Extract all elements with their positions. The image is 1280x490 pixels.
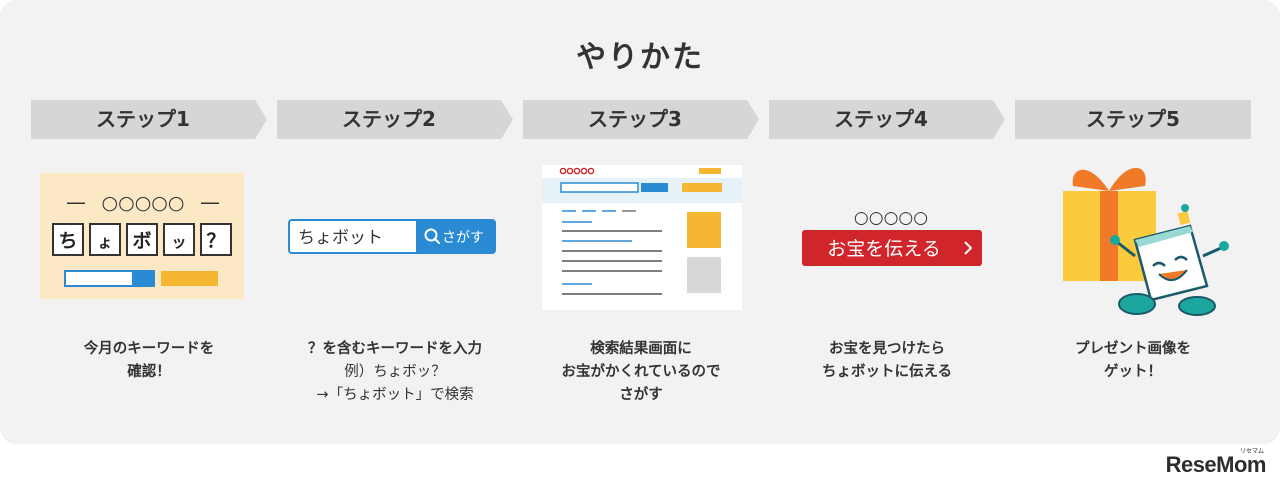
search-box-illustration: ちょボット さがす [288, 219, 498, 259]
step-header-3: ステップ3 [523, 100, 759, 139]
gift-ribbon-left [1072, 169, 1109, 191]
keyword-card-illustration: — ○○○○○ — ち ょ ボ ッ ？ [40, 173, 244, 303]
step-arrow-shape [769, 100, 1005, 139]
dash-left: — [66, 190, 86, 214]
step-description-4: お宝を見つけたら ちょボットに伝える [821, 341, 953, 380]
step-header-1: ステップ1 [31, 100, 267, 139]
step-label: ステップ1 [96, 107, 190, 131]
step-label: ステップ5 [1086, 107, 1180, 131]
robot-icon [1110, 204, 1229, 316]
example-line: 例）ちょボッ？ [344, 364, 446, 380]
search-icon [424, 228, 438, 242]
tile-2: ょ [97, 233, 112, 251]
hidden-circles: ○○○○○ [102, 192, 185, 214]
step-box-shape [1015, 100, 1251, 139]
keyword-tiles: ち ょ ボ ッ ？ [52, 223, 232, 256]
resemom-logo: ReseMom リセマム [1165, 449, 1267, 477]
dash-right: — [200, 190, 220, 214]
search-input-value: ちょボット [298, 228, 383, 248]
present-robot-illustration [1055, 156, 1240, 325]
search-results-illustration [542, 165, 742, 314]
tell-treasure-button-label: お宝を伝える [827, 238, 940, 260]
step-arrow-shape [31, 100, 267, 139]
step-header-5: ステップ5 [1015, 100, 1251, 139]
step-arrow-shape [277, 100, 513, 139]
step-label: ステップ2 [342, 107, 436, 131]
step-label: ステップ3 [588, 107, 682, 131]
step-description-2: ？を含むキーワードを入力 例）ちょボッ？ →「ちょボット」で検索 [277, 338, 513, 407]
step-description-3: 検索結果画面に お宝がかくれているので さがす [561, 341, 721, 403]
step-description-1: 今月のキーワードを 確認！ [83, 341, 215, 380]
tell-treasure-illustration: ○○○○○ お宝を伝える [800, 205, 985, 273]
gift-ribbon-right [1109, 167, 1146, 191]
search-button-label: さがす [442, 230, 484, 246]
step-header-2: ステップ2 [277, 100, 513, 139]
page-title: やりかた [576, 40, 704, 75]
tile-4: ッ [171, 233, 186, 251]
example-line: →「ちょボット」で検索 [316, 387, 474, 403]
answer-circles: ○○○○○ [854, 208, 928, 228]
chevron-right-icon [964, 241, 973, 255]
tile-5: ？ [206, 230, 225, 252]
step-arrow-shape [523, 100, 759, 139]
tile-3: ボ [132, 230, 151, 252]
step-label: ステップ4 [834, 107, 928, 131]
step-description-5: プレゼント画像を ゲット！ [1075, 341, 1191, 380]
tile-1: ち [58, 230, 77, 252]
step-header-4: ステップ4 [769, 100, 1005, 139]
